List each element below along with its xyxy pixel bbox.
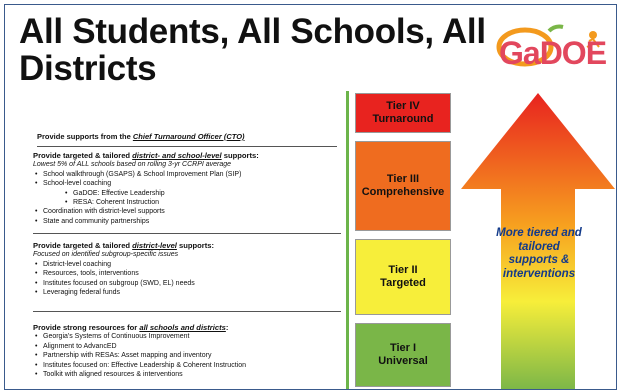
arrow-label: More tiered and tailored supports & inte… [496, 227, 582, 280]
tier-name: Tier I [389, 342, 417, 354]
tier-label: Targeted [380, 277, 426, 289]
tier-4-box: Tier IV Turnaround [355, 93, 451, 133]
tier-2-box: Tier II Targeted [355, 239, 451, 315]
section-heading: Provide targeted & tailored district- an… [33, 151, 259, 160]
apple-swoosh-icon [496, 24, 600, 67]
escalation-arrow [461, 93, 615, 389]
cto-highlight: Chief Turnaround Officer (CTO) [132, 132, 245, 141]
slide-frame: All Students, All Schools, All Districts… [4, 4, 617, 390]
list-item: Resources, tools, interventions [35, 269, 341, 279]
list-item: Partnership with RESAs: Asset mapping an… [35, 351, 341, 361]
tier-1-box: Tier I Universal [355, 323, 451, 387]
section-subtitle: Lowest 5% of ALL schools based on rollin… [33, 161, 232, 169]
support-list: School walkthrough (GSAPS) & School Impr… [33, 170, 341, 227]
list-item: Institutes focused on subgroup (SWD, EL)… [35, 279, 341, 289]
list-item: Alignment to AdvancED [35, 342, 341, 352]
list-item: Leveraging federal funds [35, 288, 341, 298]
section-tier1: Provide strong resources for all schools… [33, 323, 341, 389]
list-item: Institutes focused on: Effective Leaders… [35, 361, 341, 371]
tier-label: Comprehensive [361, 186, 445, 198]
list-item: Coordination with district-level support… [35, 207, 341, 217]
list-item: GaDOE: Effective Leadership [43, 189, 341, 199]
section-tier3: Provide targeted & tailored district- an… [33, 151, 341, 234]
cto-support-line: Provide supports from the Chief Turnarou… [37, 126, 337, 147]
list-item: District-level coaching [35, 260, 341, 270]
tier-name: Tier II [388, 264, 418, 276]
section-heading: Provide targeted & tailored district-lev… [33, 241, 215, 250]
tier-label: Turnaround [372, 113, 434, 125]
cto-prefix: Provide supports from the [37, 132, 133, 141]
section-heading: Provide strong resources for all schools… [33, 323, 229, 332]
tier-divider-line [346, 91, 349, 389]
list-item: School walkthrough (GSAPS) & School Impr… [35, 170, 341, 180]
tier-name: Tier IV [386, 100, 420, 112]
logo-text: GaDOE [499, 35, 607, 71]
list-item: School-level coaching [35, 179, 341, 189]
list-item: RESA: Coherent Instruction [43, 198, 341, 208]
tier-label: Universal [378, 355, 428, 367]
page-title: All Students, All Schools, All Districts [19, 12, 486, 88]
tier-name: Tier III [386, 173, 420, 185]
list-item: Toolkit with aligned resources & interve… [35, 370, 341, 380]
list-item: Georgia's Systems of Continuous Improvem… [35, 332, 341, 342]
tier-3-box: Tier III Comprehensive [355, 141, 451, 231]
list-item: State and community partnerships [35, 217, 341, 227]
section-subtitle: Focused on identified subgroup-specific … [33, 251, 179, 259]
section-tier2: Provide targeted & tailored district-lev… [33, 241, 341, 312]
gadoe-logo: GaDOE [489, 23, 611, 81]
support-list: District-level coaching Resources, tools… [33, 260, 341, 298]
support-list: Georgia's Systems of Continuous Improvem… [33, 332, 341, 379]
